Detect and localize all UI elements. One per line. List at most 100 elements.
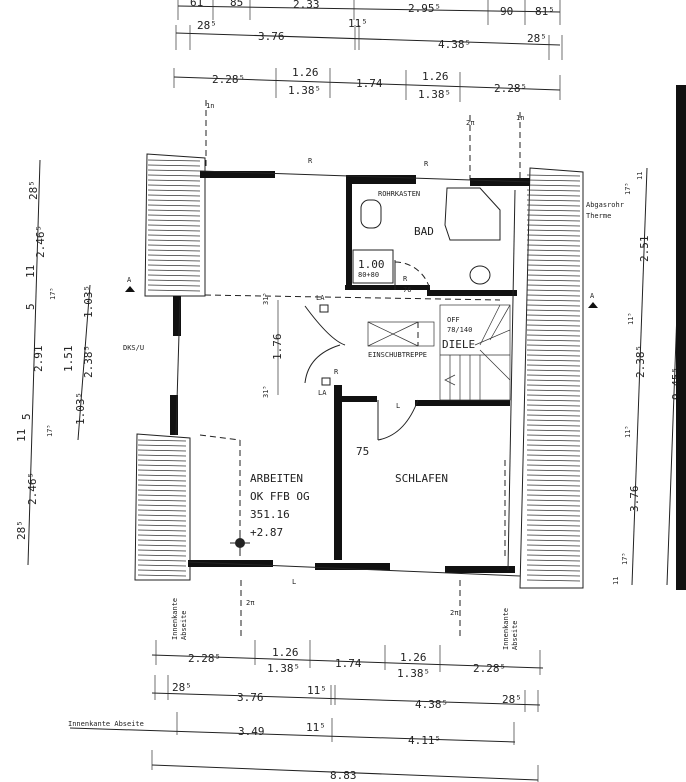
staircase [439, 304, 511, 401]
label-einschubtreppe: EINSCHUBTREPPE [368, 351, 427, 359]
washbasin-icon [360, 199, 382, 229]
roof-hatch-line [526, 359, 581, 362]
dim-left-2: 11 [24, 265, 37, 278]
roof-hatch-line [526, 259, 581, 262]
dim-left-5: 5 [20, 413, 33, 420]
doors [304, 304, 419, 441]
dim-right-4: 2.38⁵ [634, 345, 647, 378]
bad-door-width: 76 [403, 286, 411, 294]
roof-hatch-line [526, 304, 581, 307]
room-diele: DIELE [442, 338, 475, 351]
innenkante-left: Innenkante [171, 598, 179, 640]
attic-ladder [367, 321, 435, 347]
axis-label: 2π [466, 119, 475, 127]
hall-dim: 1.76 [271, 334, 284, 361]
roof-hatch-line [147, 174, 201, 177]
flue-label-1: Abgasrohr [586, 201, 624, 209]
dim-bottom-total: 8.83 [330, 769, 357, 782]
roof-hatch-line [526, 174, 581, 177]
roof-hatch-line [526, 214, 581, 217]
axis-label: 1n [516, 114, 524, 122]
roof-hatch-line [147, 214, 201, 217]
door-type: R [403, 275, 408, 283]
roof-hatch-line [526, 189, 581, 192]
roof-hatch-line [137, 549, 187, 552]
roof-hatch-line [526, 394, 581, 397]
dim-top-0-5: 81⁵ [535, 5, 555, 18]
roof-hatch-line [137, 539, 187, 542]
roof-hatch-line [526, 464, 581, 467]
dim-right-3: 11⁵ [627, 312, 635, 325]
abseite-left: Abseite [180, 610, 188, 640]
roof-hatch-line [147, 254, 201, 257]
roof-hatch-line [147, 179, 201, 182]
hall-offset: 31⁵ [262, 292, 270, 305]
dim-bottom-3-2: 4.11⁵ [408, 734, 441, 747]
roof-hatch-line [526, 269, 581, 272]
roof-hatch-line [526, 374, 581, 377]
roof-hatch-line [526, 264, 581, 267]
roof-hatch-line [147, 259, 201, 262]
roof-hatch-line [147, 199, 201, 202]
roof-hatch-line [137, 464, 187, 467]
dim-left-inner-1: 1.51 [62, 346, 75, 373]
page-edge [676, 85, 686, 590]
roof-hatch-line [137, 504, 187, 507]
roof-hatch-line [526, 404, 581, 407]
roof-hatch-line [526, 554, 581, 557]
roof-hatch-line [526, 334, 581, 337]
bathtub-icon [444, 187, 501, 241]
roof-hatch-line [147, 234, 201, 237]
axis-lines: 1n 2π 1n 2π 2π [205, 100, 524, 640]
roof-hatch-line [526, 369, 581, 372]
roof-hatch-line [526, 379, 581, 382]
dim-bottom-2-3: 4.38⁵ [415, 698, 448, 711]
bottom-dimensions: 2.28⁵ 1.26 1.38⁵ 1.74 1.26 1.38⁵ 2.28⁵ 2… [68, 640, 544, 782]
dim-top-1-2: 11⁵ [348, 17, 368, 30]
dim-right-6: 3.76 [628, 486, 641, 513]
shower-size: 1.00 [358, 258, 385, 271]
roof-hatch-line [137, 484, 187, 487]
roof-hatch-line [526, 209, 581, 212]
dim-top-2-1: 1.26 [292, 66, 319, 79]
window-l: L [292, 578, 296, 586]
dim-left-inner-0: 1.03⁵ [82, 285, 95, 318]
label-rohrkasten: ROHRKASTEN [378, 190, 420, 198]
window-type: DKS/U [123, 344, 144, 352]
walls [170, 170, 531, 577]
door-l: L [396, 402, 400, 410]
innenkante-right: Innenkante [502, 608, 510, 650]
roof-hatch-line [137, 439, 187, 442]
dim-bottom-3-0: 3.49 [238, 725, 265, 738]
schlafen-dim: 75 [356, 445, 369, 458]
roof-hatch-line [526, 324, 581, 327]
dim-top-0-1: 85 [230, 0, 243, 9]
roof-hatch-line [147, 264, 201, 267]
axis-label: 1n [206, 102, 214, 110]
roof-hatch-line [137, 574, 187, 577]
dim-bottom-1-2: 1.38⁵ [267, 662, 300, 675]
roof-hatch-line [526, 229, 581, 232]
roof-hatch-line [526, 184, 581, 187]
roof-hatch-line [147, 274, 201, 277]
dim-left-7: 2.46⁵ [26, 472, 39, 505]
dim-left-1: 2.46⁵ [34, 225, 47, 258]
roof-hatch-line [137, 449, 187, 452]
roof-hatch-line [526, 544, 581, 547]
bathroom-door-swing [394, 261, 431, 291]
roof-hatch-line [526, 309, 581, 312]
roof-hatch-line [526, 509, 581, 512]
dim-left-4: 2.91 [32, 346, 45, 373]
roof-hatch-line [147, 229, 201, 232]
bathroom-fixtures [352, 187, 501, 291]
roof-hatch-line [526, 569, 581, 572]
roof-hatch-line [526, 559, 581, 562]
roof-hatch-line [147, 209, 201, 212]
roof-hatch-line [526, 459, 581, 462]
dim-left-small-1: 17⁵ [46, 424, 54, 437]
roof-hatch-line [147, 159, 201, 162]
dim-top-1-4: 28⁵ [527, 32, 547, 45]
right-dimensions: 11 17⁵ 2.51 11⁵ 2.38⁵ 11⁵ 3.76 17⁵ 11 9.… [612, 167, 683, 586]
roof-hatch-line [137, 514, 187, 517]
